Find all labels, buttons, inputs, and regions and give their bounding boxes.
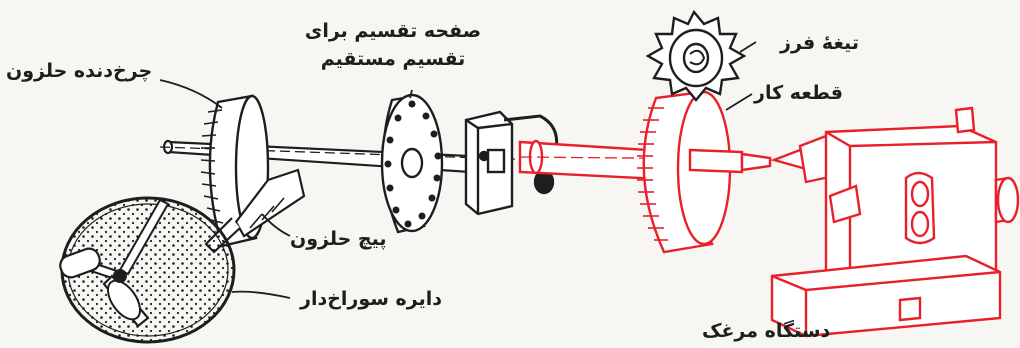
label-workpiece: قطعه کار	[754, 80, 843, 106]
label-dividing-head: دستگاه مرغک	[702, 318, 830, 344]
label-direct-indexing-plate-line1: صفحه تقسیم برای	[286, 18, 500, 44]
label-milling-cutter: تیغهٔ فرز	[780, 30, 859, 56]
label-worm-screw: پیچ حلزون	[290, 226, 387, 252]
label-worm-wheel: چرخ‌دنده حلزون	[6, 58, 152, 84]
red-workpiece-assembly	[520, 92, 1018, 336]
index-plate	[57, 198, 234, 342]
label-direct-indexing-plate-line2: تقسیم مستقیم	[286, 46, 500, 72]
direct-indexing-plate	[382, 95, 442, 232]
label-index-plate: دایره سوراخ‌دار	[300, 286, 442, 312]
milling-cutter	[648, 12, 744, 100]
